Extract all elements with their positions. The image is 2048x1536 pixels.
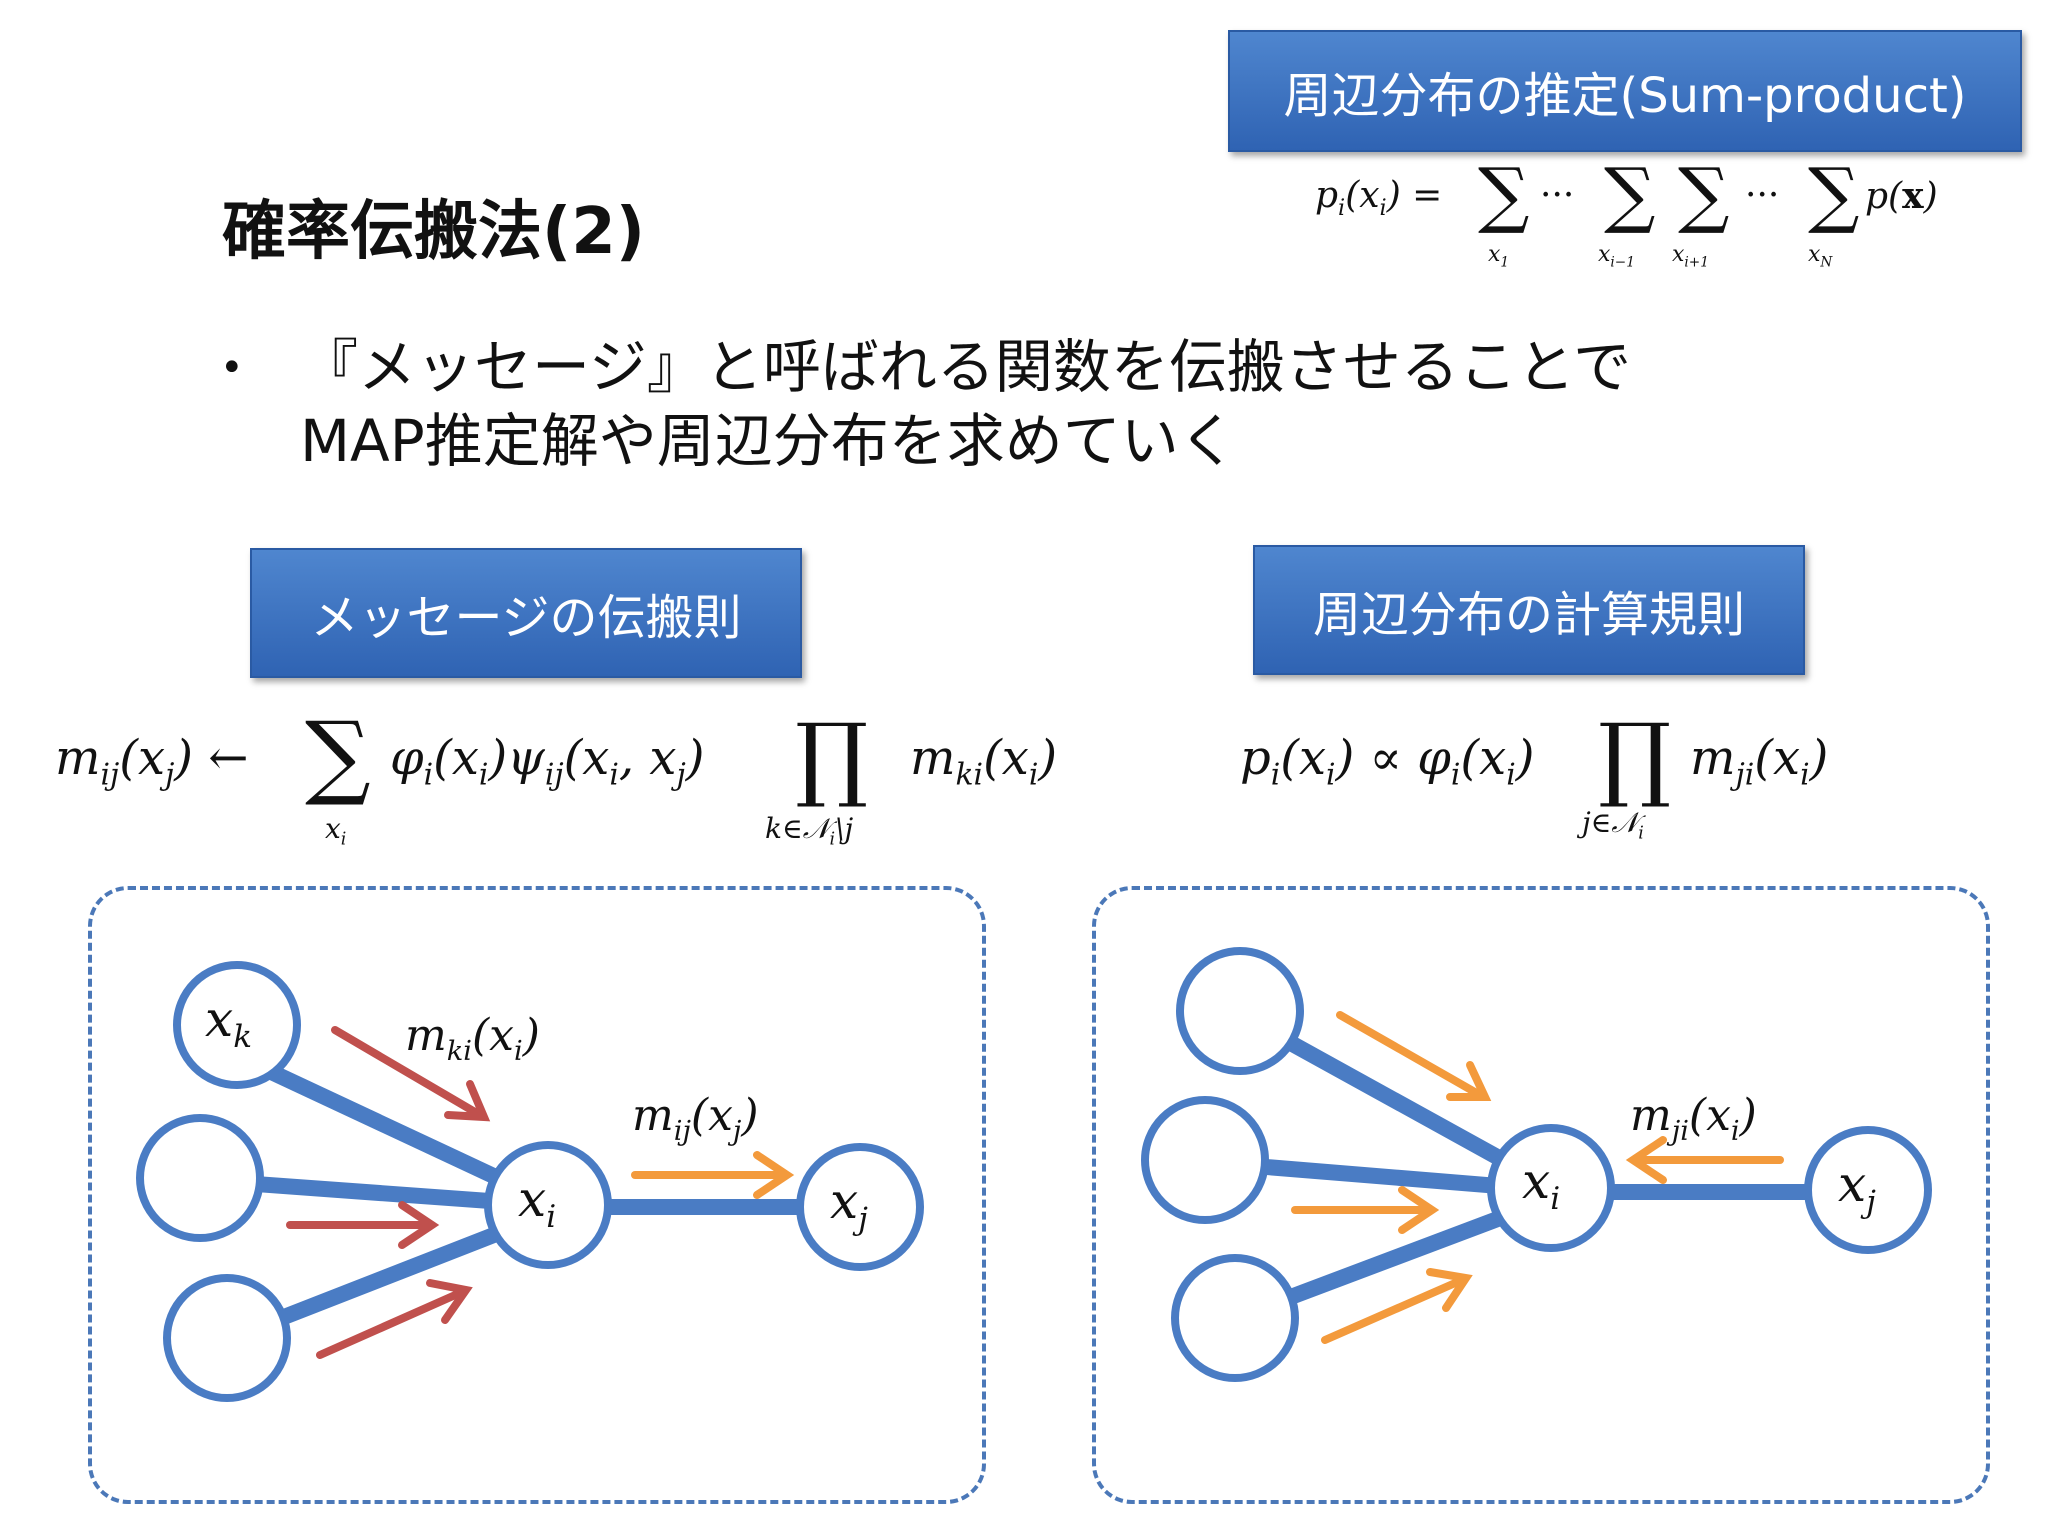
bullet-line-2: MAP推定解や周辺分布を求めていく: [300, 407, 1237, 475]
compute-formula-lhs: pi(xi) ∝ φi(xi): [1240, 730, 1535, 793]
marginal-formula-rhs: p(x): [1865, 175, 1938, 217]
message-rule-box: メッセージの伝搬則: [250, 548, 802, 678]
message-formula-body: φi(xi)ψij(xi, xj): [390, 730, 705, 793]
node-xi-right: [1487, 1124, 1615, 1252]
arrow-r1: [1336, 1011, 1484, 1099]
node-xk: [173, 961, 301, 1089]
bullet-line-1: 『メッセージ』と呼ばれる関数を伝搬させることで: [300, 333, 1632, 401]
message-sum-index: xi: [325, 812, 347, 850]
orange-arrow-left: [631, 1151, 795, 1199]
compute-formula-tail: mji(xi): [1690, 730, 1829, 793]
node-right-2: [1141, 1096, 1269, 1224]
orange-arrows-right: [1291, 1011, 1784, 1344]
left-graph: [136, 961, 924, 1402]
sum-index-4: xN: [1808, 242, 1833, 271]
right-diagram-panel: [1092, 886, 1990, 1504]
node-left-3: [163, 1274, 291, 1402]
ellipsis-1: ···: [1540, 175, 1575, 216]
arrow-mij-head: [753, 1151, 795, 1199]
right-graph: [1141, 947, 1932, 1382]
bullet-text: 『メッセージ』と呼ばれる関数を伝搬させることで MAP推定解や周辺分布を求めてい…: [300, 330, 1800, 478]
red-arrows: [286, 1026, 491, 1359]
marginal-formula: pi(xi) =: [1315, 175, 1442, 221]
node-label-xj-left: xj: [830, 1172, 868, 1237]
node-xi-left: [484, 1141, 612, 1269]
marginal-estimation-box: 周辺分布の推定(Sum-product): [1228, 30, 2022, 152]
compute-prod-symbol: ∏: [1598, 704, 1672, 811]
slide-title: 確率伝搬法(2): [222, 195, 646, 269]
sum-symbol-1: ∑: [1478, 152, 1530, 236]
marginal-estimation-label: 周辺分布の推定(Sum-product): [1283, 68, 1967, 124]
compute-prod-index: j∈𝒩i: [1582, 806, 1644, 844]
label-mij: mij(xj): [632, 1090, 759, 1147]
left-diagram-panel: [88, 886, 986, 1504]
marginal-compute-label: 周辺分布の計算規則: [1312, 587, 1745, 643]
arrow-mji-head: [1625, 1136, 1667, 1184]
sum-index-3: xi+1: [1672, 242, 1709, 271]
arrow-n3: [316, 1288, 466, 1359]
node-xj-right: [1804, 1126, 1932, 1254]
message-sum-symbol: ∑: [305, 702, 371, 809]
node-label-xi-right: xi: [1522, 1152, 1561, 1217]
arrow-r3: [1321, 1276, 1466, 1344]
bullet-marker: •: [220, 345, 244, 391]
sum-index-1: x1: [1488, 242, 1510, 271]
arrow-mki-head: [444, 1080, 491, 1122]
node-xj-left: [796, 1143, 924, 1271]
label-mki: mki(xi): [405, 1010, 540, 1067]
message-rule-label: メッセージの伝搬則: [310, 590, 742, 646]
message-prod-symbol: ∏: [795, 704, 869, 811]
arrow-mki: [331, 1026, 484, 1119]
message-prod-index: k∈𝒩i\j: [765, 812, 854, 850]
sum-symbol-2: ∑: [1604, 152, 1656, 236]
ellipsis-2: ···: [1745, 175, 1780, 216]
message-formula-lhs: mij(xj) ←: [55, 730, 249, 793]
message-formula-tail: mki(xi): [910, 730, 1058, 793]
node-label-xi-left: xi: [518, 1170, 557, 1235]
arrow-n2-head: [398, 1201, 440, 1249]
arrow-r1-head: [1446, 1061, 1492, 1101]
arrow-r3-head: [1426, 1268, 1473, 1312]
arrow-n3-head: [426, 1279, 473, 1324]
node-label-xk: xk: [205, 990, 252, 1055]
sum-index-2: xi−1: [1598, 242, 1635, 271]
node-right-3: [1171, 1254, 1299, 1382]
marginal-formula-lhs: pi(xi) =: [1315, 175, 1443, 222]
label-mji: mji(xi): [1630, 1090, 1757, 1147]
sum-symbol-3: ∑: [1678, 152, 1730, 236]
sum-symbol-4: ∑: [1808, 152, 1860, 236]
node-label-xj-right: xj: [1838, 1155, 1876, 1220]
marginal-compute-box: 周辺分布の計算規則: [1253, 545, 1805, 675]
node-right-1: [1176, 947, 1304, 1075]
arrow-r2-head: [1398, 1186, 1440, 1234]
node-left-2: [136, 1114, 264, 1242]
